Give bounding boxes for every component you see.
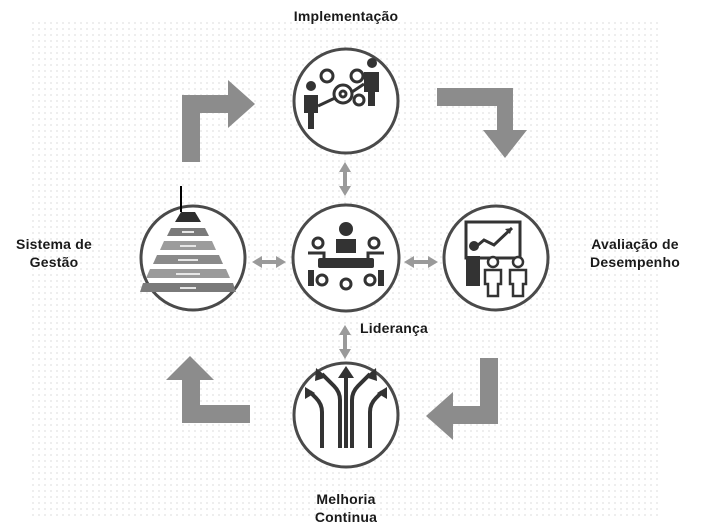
label-sistema-gestao: Sistema de Gestão (4, 235, 104, 271)
label-avaliacao-line1: Avaliação de (591, 236, 679, 252)
teamwork-gears-icon (304, 58, 379, 129)
label-avaliacao-desempenho: Avaliação de Desempenho (570, 235, 700, 271)
connector-right (404, 256, 438, 268)
label-sistema-line2: Gestão (29, 254, 79, 270)
connector-bottom (339, 325, 351, 359)
arrow-to-implementacao (182, 80, 255, 162)
connector-top (339, 162, 351, 196)
label-melhoria-line2: Continua (314, 509, 378, 525)
arrow-to-sistema (166, 356, 250, 423)
label-sistema-line1: Sistema de (16, 236, 92, 252)
connectors (252, 162, 438, 359)
meeting-table-icon (308, 222, 384, 291)
split-arrows-icon (305, 366, 387, 448)
pyramid-icon (140, 186, 236, 292)
label-avaliacao-line2: Desempenho (590, 254, 680, 270)
label-implementacao-text: Implementação (293, 8, 399, 24)
label-lideranca: Liderança (360, 319, 460, 337)
arrow-to-avaliacao (437, 88, 527, 158)
arrow-to-melhoria (426, 358, 498, 440)
cycle-arrows (166, 80, 527, 440)
label-lideranca-text: Liderança (360, 320, 428, 336)
connector-left (252, 256, 286, 268)
label-melhoria-continua: Melhoria Continua (286, 490, 406, 526)
label-melhoria-line1: Melhoria (316, 491, 376, 507)
presentation-icon (464, 220, 528, 298)
label-implementacao: Implementação (266, 7, 426, 25)
